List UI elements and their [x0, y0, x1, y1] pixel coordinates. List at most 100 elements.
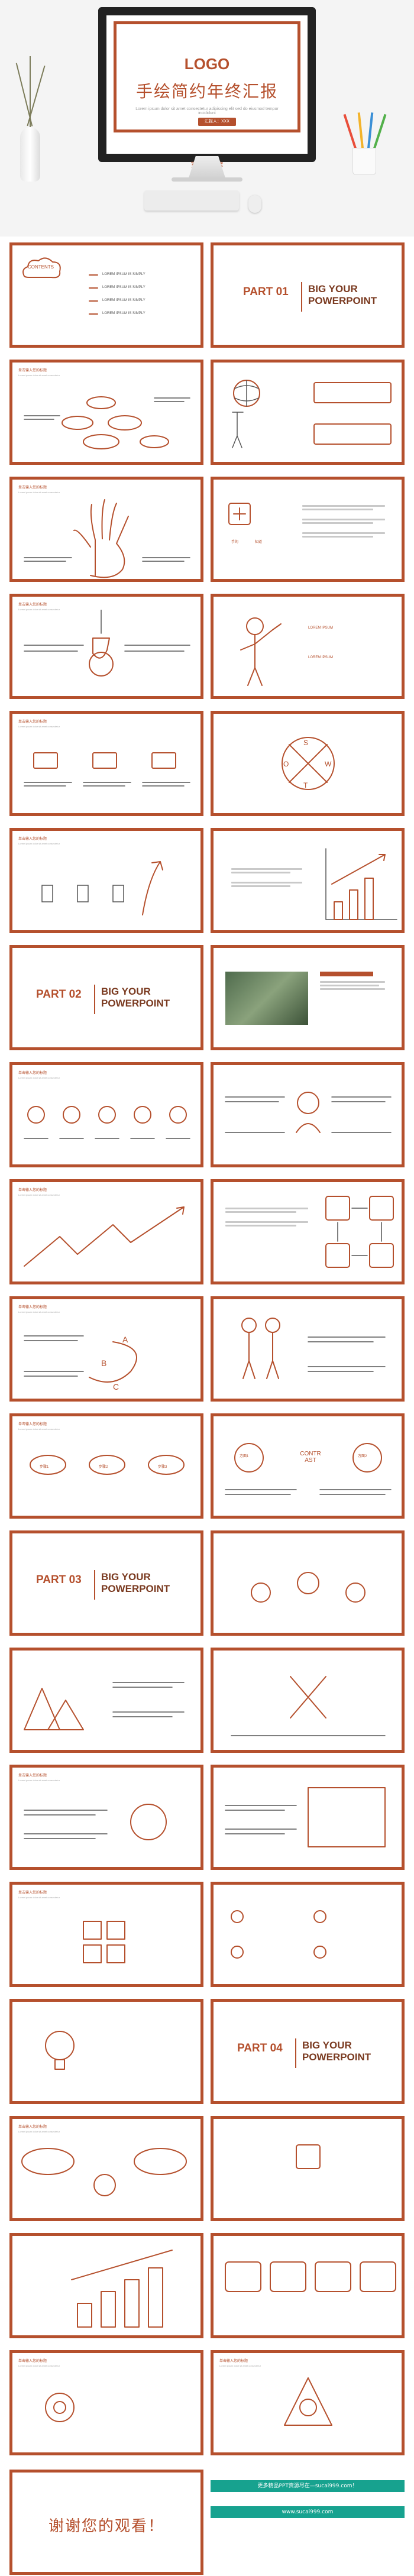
slide-swot: S W O T	[211, 711, 405, 816]
growth-arrow-icon	[41, 861, 163, 915]
big-title-line2: POWERPOINT	[302, 2051, 371, 2063]
part-number: PART 02	[36, 988, 82, 1001]
abc-a: A	[122, 1335, 128, 1344]
slide-steps: 单击输入您的标题 Lorem ipsum dolor sit amet cons…	[9, 1413, 203, 1519]
thanks-text: 谢谢您的观看！	[48, 2517, 164, 2535]
slide-lightbulb: 单击输入您的标题 Lorem ipsum dolor sit amet cons…	[9, 594, 203, 699]
step-1: 步骤1	[40, 1465, 49, 1469]
slide-part-03: PART 03 BIG YOUR POWERPOINT	[9, 1530, 203, 1636]
slide-contents: CONTENTS LOREM IPSUM IS SIMPLY LOREM IPS…	[9, 242, 203, 348]
slide-speech-bubbles: 单击输入您的标题 Lorem ipsum dolor sit amet cons…	[9, 2116, 203, 2221]
text-block	[231, 866, 308, 889]
part-number: PART 01	[243, 286, 289, 298]
contrast-bubbles	[225, 1443, 392, 1495]
keyboard-illustration	[144, 190, 239, 211]
divider	[295, 2038, 296, 2068]
slide-box-icon	[211, 2116, 405, 2221]
step-2: 步骤2	[99, 1465, 108, 1469]
slide-big-bulb	[9, 1999, 203, 2104]
slide-heading: 单击输入您的标题 Lorem ipsum dolor sit amet cons…	[18, 1071, 60, 1079]
slide-idea-person	[211, 1062, 405, 1167]
contents-item-2: LOREM IPSUM IS SIMPLY	[102, 286, 145, 289]
slide-heading: 单击输入您的标题 Lorem ipsum dolor sit amet cons…	[18, 1422, 60, 1431]
gear-icon	[45, 2393, 75, 2422]
bar-growth-icon	[325, 848, 397, 920]
slide-hex-icons: 单击输入您的标题 Lorem ipsum dolor sit amet cons…	[9, 1882, 203, 1987]
divider	[94, 1570, 95, 1600]
slide-arrow-steps: 单击输入您的标题 Lorem ipsum dolor sit amet cons…	[9, 828, 203, 933]
slide-part-01: PART 01 BIG YOUR POWERPOINT	[211, 242, 405, 348]
slide-ideas: 单击输入您的标题 Lorem ipsum dolor sit amet cons…	[9, 1765, 203, 1870]
slide-zigzag-arrow: 单击输入您的标题 Lorem ipsum dolor sit amet cons…	[9, 1179, 203, 1284]
swot-t: T	[303, 781, 308, 789]
contrast-side-b: 方面2	[358, 1455, 367, 1458]
big-title-line1: BIG YOUR	[308, 283, 358, 295]
slide-pie-charts: 单击输入您的标题 Lorem ipsum dolor sit amet cons…	[9, 360, 203, 465]
slide-part-04: PART 04 BIG YOUR POWERPOINT	[211, 1999, 405, 2104]
raised-hand-icon	[24, 499, 190, 578]
contents-heading: CONTENTS	[28, 264, 54, 270]
slide-heading: 单击输入您的标题 Lorem ipsum dolor sit amet cons…	[18, 603, 60, 611]
slide-heading: 单击输入您的标题 Lorem ipsum dolor sit amet cons…	[18, 486, 60, 494]
slide-icon-list	[211, 1882, 405, 1987]
slide-abc: 单击输入您的标题 Lorem ipsum dolor sit amet cons…	[9, 1296, 203, 1402]
lorem-label-1: LOREM IPSUM	[308, 626, 334, 630]
cycle-diagram	[325, 1196, 394, 1268]
pyramid-icons	[24, 1682, 185, 1730]
slide-triangle: 单击输入您的标题 Lorem ipsum dolor sit amet cons…	[211, 2350, 405, 2455]
divider	[94, 985, 95, 1014]
zigzag-arrow-icon	[24, 1206, 185, 1267]
big-title-line2: POWERPOINT	[308, 295, 377, 306]
lightbulb-icon	[24, 610, 190, 677]
footer-ad-url[interactable]: www.sucai999.com	[211, 2506, 405, 2518]
tile-icons	[83, 1921, 125, 1963]
slide-pyramids	[9, 1648, 203, 1753]
idea-bulb-icon	[24, 1804, 167, 1840]
footer-ad-line1[interactable]: 更多精品PPT资源尽在—sucai999.com！	[211, 2480, 405, 2492]
slide-bulbs	[211, 1530, 405, 1636]
big-title-line1: BIG YOUR	[302, 2040, 352, 2051]
text-block	[225, 1206, 314, 1228]
contents-item-4: LOREM IPSUM IS SIMPLY	[102, 312, 145, 315]
triangle-cycle-icon	[284, 2377, 332, 2426]
text-block	[302, 503, 397, 539]
hand-gestures-icon	[225, 2261, 396, 2292]
slide-heading: 单击输入您的标题 Lorem ipsum dolor sit amet cons…	[18, 1305, 60, 1313]
cloud-icon	[22, 257, 61, 279]
swot-diagram	[282, 737, 335, 790]
footer-ad: 更多精品PPT资源尽在—sucai999.com！ www.sucai999.c…	[211, 2470, 405, 2575]
slide-heading: 单击输入您的标题 Lorem ipsum dolor sit amet cons…	[18, 2125, 60, 2133]
slide-gear: 单击输入您的标题 Lorem ipsum dolor sit amet cons…	[9, 2350, 203, 2455]
swot-w: W	[325, 760, 332, 768]
slide-thanks: 谢谢您的观看！	[9, 2470, 203, 2575]
slide-heading: 单击输入您的标题 Lorem ipsum dolor sit amet cons…	[18, 837, 60, 845]
stick-man-pointing-icon	[240, 617, 282, 686]
big-title-line1: BIG YOUR	[101, 1571, 151, 1583]
bullet-hands	[89, 274, 98, 315]
slide-hand-gestures	[211, 2233, 405, 2338]
slide-board	[211, 1765, 405, 1870]
abc-b: B	[101, 1358, 107, 1368]
contrast-title: CONTR AST	[300, 1451, 321, 1464]
slide-devices: 单击输入您的标题 Lorem ipsum dolor sit amet cons…	[9, 711, 203, 816]
text-block	[320, 972, 391, 992]
slide-hand: 单击输入您的标题 Lorem ipsum dolor sit amet cons…	[9, 477, 203, 582]
abc-path-icon	[24, 1335, 137, 1383]
slide-cycle	[211, 1179, 405, 1284]
abc-c: C	[113, 1382, 119, 1391]
big-title-line2: POWERPOINT	[101, 1583, 170, 1594]
hands-label-right: 知道	[255, 541, 263, 544]
cover-subtitle: Lorem ipsum dolor sit amet consectetur a…	[135, 107, 279, 115]
monitor-base	[172, 177, 242, 182]
landscape-photo	[225, 972, 308, 1025]
pie-sketches	[24, 396, 190, 449]
globe-man-illustration	[232, 380, 392, 448]
big-lightbulb-icon	[45, 2031, 75, 2070]
pencil-cup-illustration	[335, 112, 400, 183]
slide-part-02: PART 02 BIG YOUR POWERPOINT	[9, 945, 203, 1050]
slide-heading: 单击输入您的标题 Lorem ipsum dolor sit amet cons…	[18, 1188, 60, 1196]
presenter-badge: 汇报人：XXX	[198, 118, 236, 126]
slide-heading: 单击输入您的标题 Lorem ipsum dolor sit amet cons…	[18, 1774, 60, 1782]
slide-heading: 单击输入您的标题 Lorem ipsum dolor sit amet cons…	[18, 368, 60, 377]
people-icon	[241, 1318, 386, 1379]
